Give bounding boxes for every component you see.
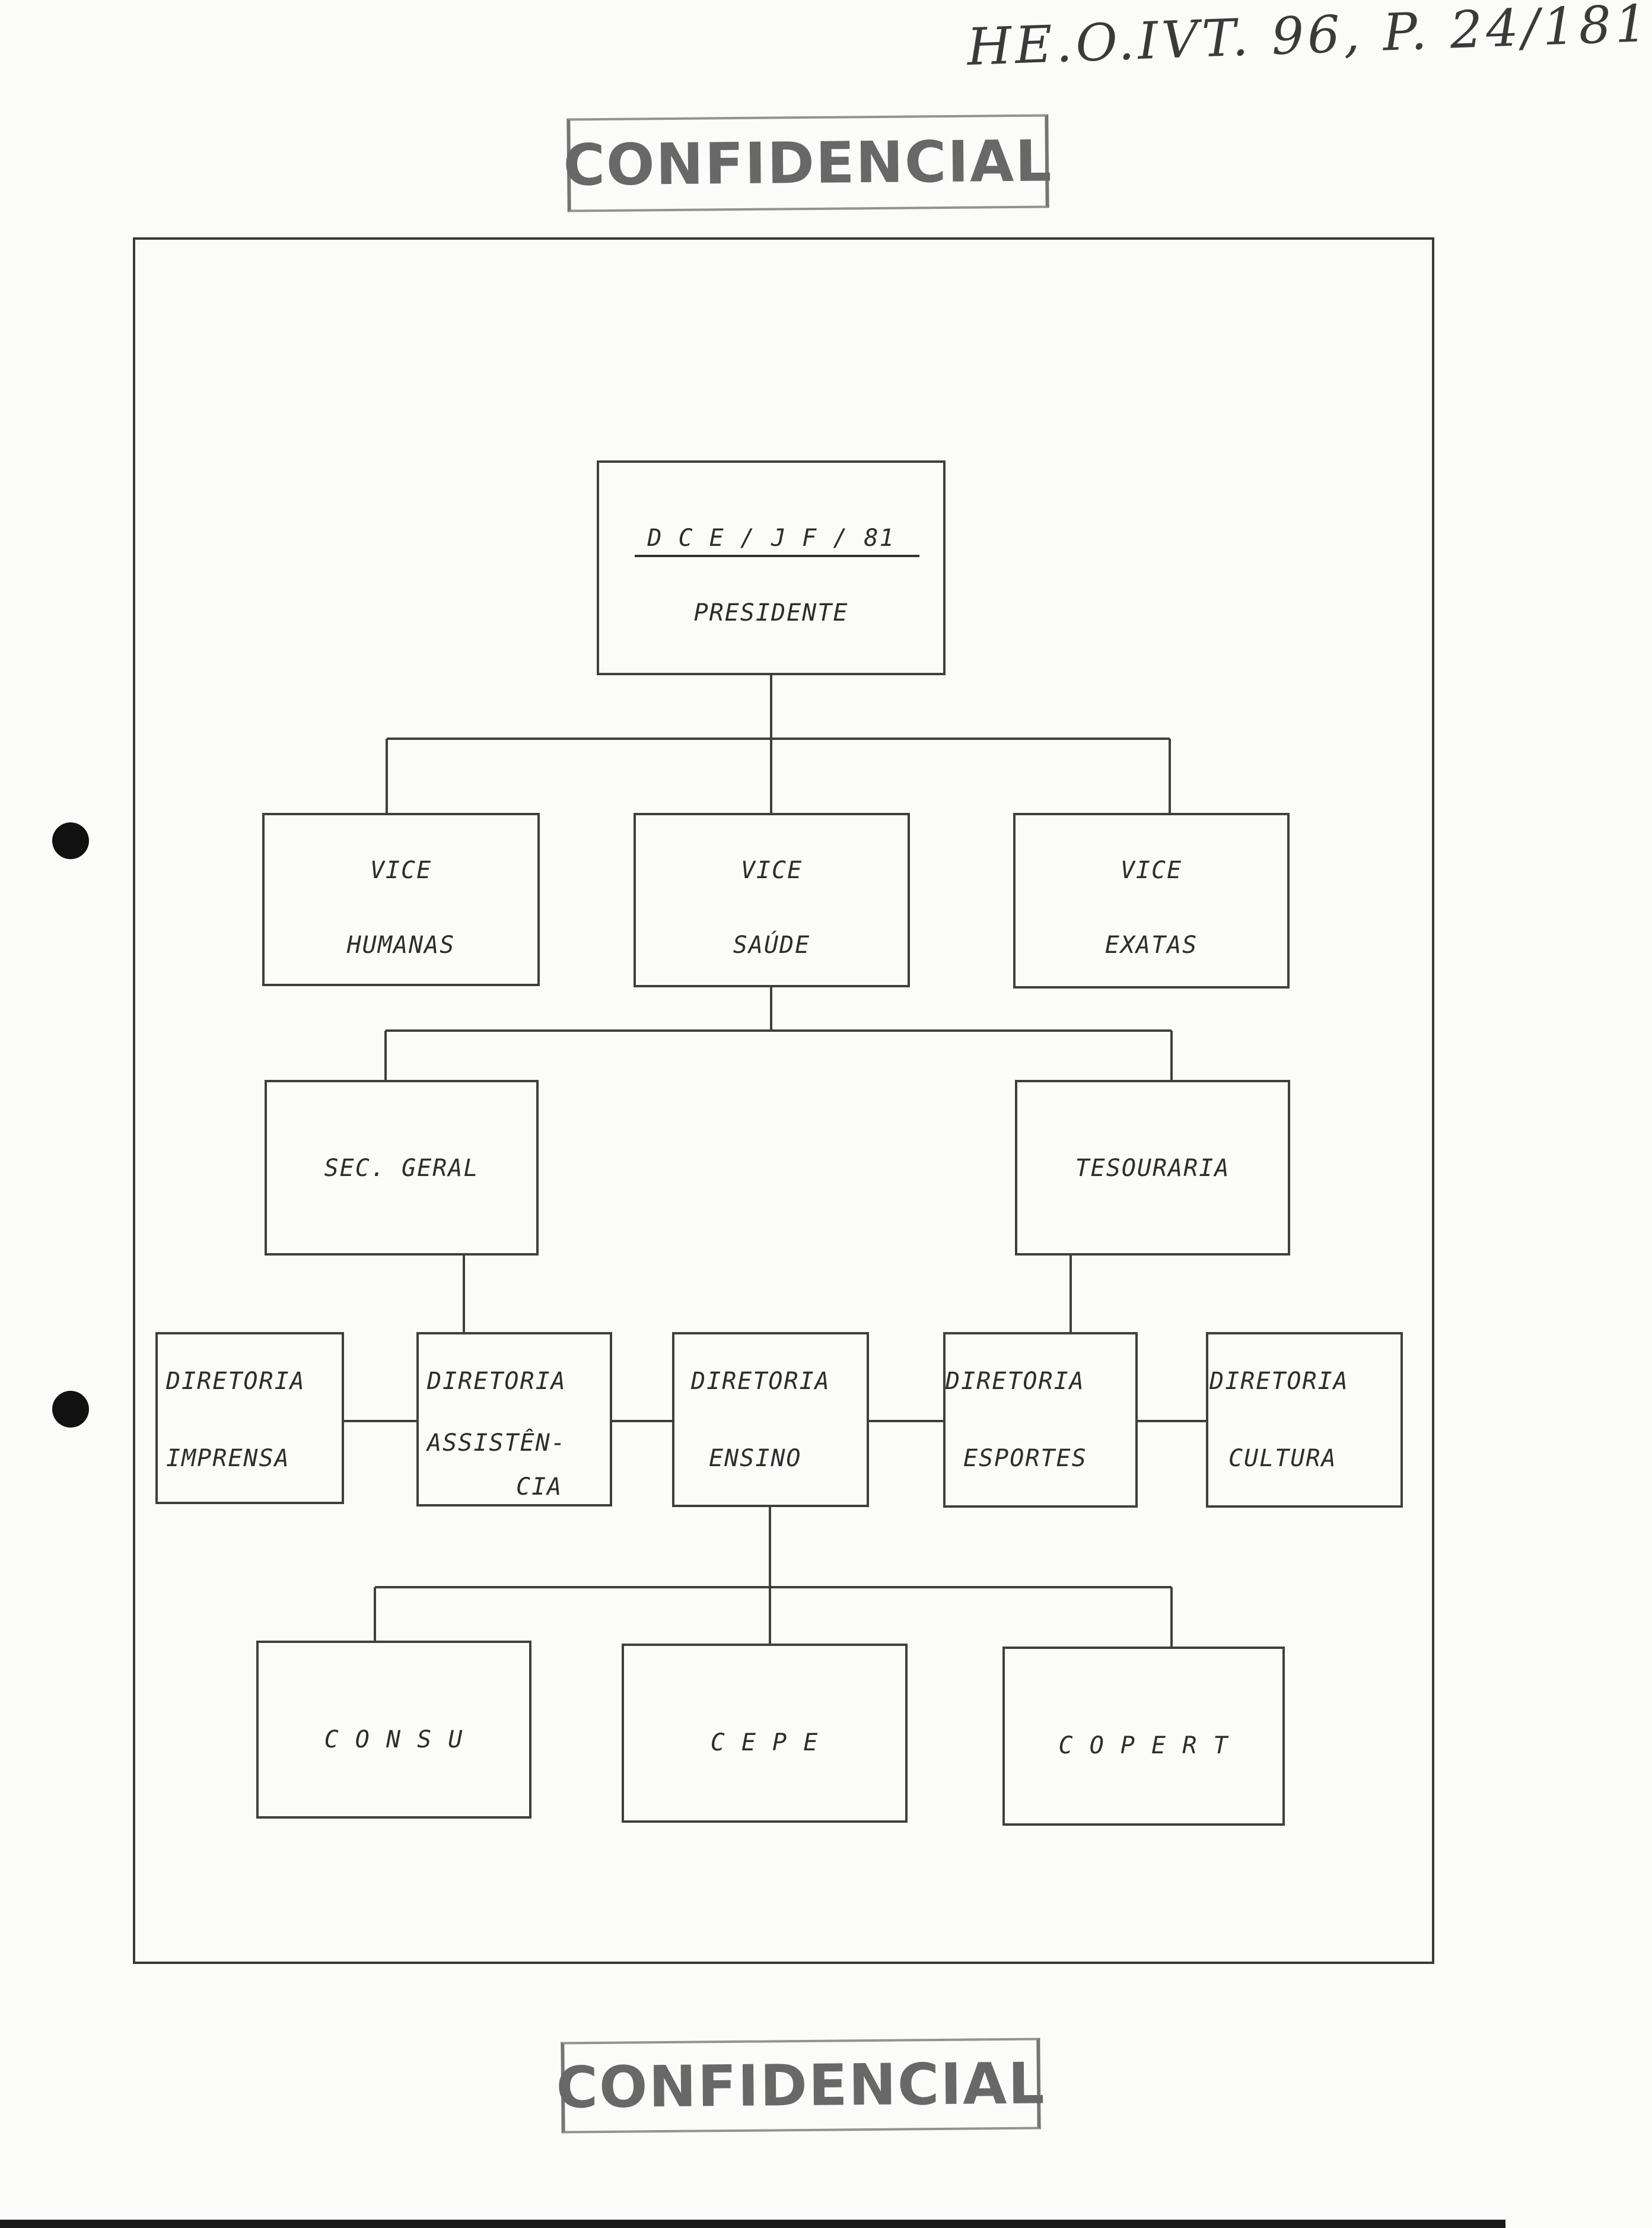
org-node-label: ENSINO — [709, 1445, 802, 1472]
org-node-diretoria-ensino: DIRETORIA ENSINO — [672, 1332, 869, 1507]
confidential-stamp-bottom: CONFIDENCIAL — [556, 2038, 1046, 2134]
org-node-diretoria-cultura: DIRETORIA CULTURA — [1206, 1332, 1403, 1508]
org-node-diretoria-esportes: DIRETORIA ESPORTES — [943, 1332, 1138, 1508]
org-node-vice-saude: VICE SAÚDE — [634, 813, 910, 987]
org-node-diretoria-assistencia: DIRETORIA ASSISTÊN- CIA — [416, 1332, 612, 1506]
org-node-label: C E P E — [710, 1729, 819, 1756]
org-node-tesouraria: TESOURARIA — [1015, 1080, 1290, 1256]
org-node-diretoria-imprensa: DIRETORIA IMPRENSA — [155, 1332, 344, 1504]
org-node-label: VICE — [1120, 857, 1183, 884]
org-node-label: EXATAS — [1104, 932, 1198, 959]
org-node-label: IMPRENSA — [166, 1445, 290, 1472]
org-node-label: DIRETORIA — [946, 1368, 1085, 1395]
punch-hole-top — [52, 822, 89, 859]
org-node-label: VICE — [370, 857, 432, 884]
org-node-president: D C E / J F / 81 PRESIDENTE — [597, 460, 946, 675]
org-node-vice-humanas: VICE HUMANAS — [262, 813, 540, 986]
org-node-label: CIA — [516, 1473, 563, 1501]
org-node-label: SAÚDE — [733, 932, 811, 959]
org-node-label: DIRETORIA — [427, 1368, 566, 1395]
org-node-label: CULTURA — [1228, 1445, 1337, 1472]
org-node-consu: C O N S U — [256, 1641, 531, 1819]
punch-hole-bottom — [52, 1391, 89, 1428]
org-node-label: DIRETORIA — [166, 1368, 305, 1395]
org-node-label: DIRETORIA — [691, 1368, 830, 1395]
diagram-frame — [133, 237, 1434, 1964]
org-node-cepe: C E P E — [622, 1644, 908, 1823]
org-node-president-subtitle: PRESIDENTE — [693, 599, 849, 627]
org-node-label: C O N S U — [324, 1726, 464, 1753]
org-node-vice-exatas: VICE EXATAS — [1013, 813, 1290, 989]
title-underline — [635, 555, 919, 557]
org-node-label: DIRETORIA — [1209, 1368, 1349, 1395]
org-node-label: ESPORTES — [963, 1445, 1087, 1472]
org-node-label: VICE — [740, 857, 803, 884]
org-node-sec-geral: SEC. GERAL — [265, 1080, 539, 1256]
org-node-label: HUMANAS — [346, 932, 456, 959]
org-chart-connectors — [344, 675, 1206, 1647]
scan-edge — [0, 2220, 1505, 2228]
org-node-president-title: D C E / J F / 81 — [647, 525, 895, 552]
org-node-copert: C O P E R T — [1002, 1647, 1285, 1826]
org-node-label: C O P E R T — [1058, 1732, 1229, 1759]
org-node-label: TESOURARIA — [1075, 1155, 1230, 1182]
org-node-label: SEC. GERAL — [324, 1155, 479, 1182]
org-node-label: ASSISTÊN- — [427, 1429, 566, 1457]
